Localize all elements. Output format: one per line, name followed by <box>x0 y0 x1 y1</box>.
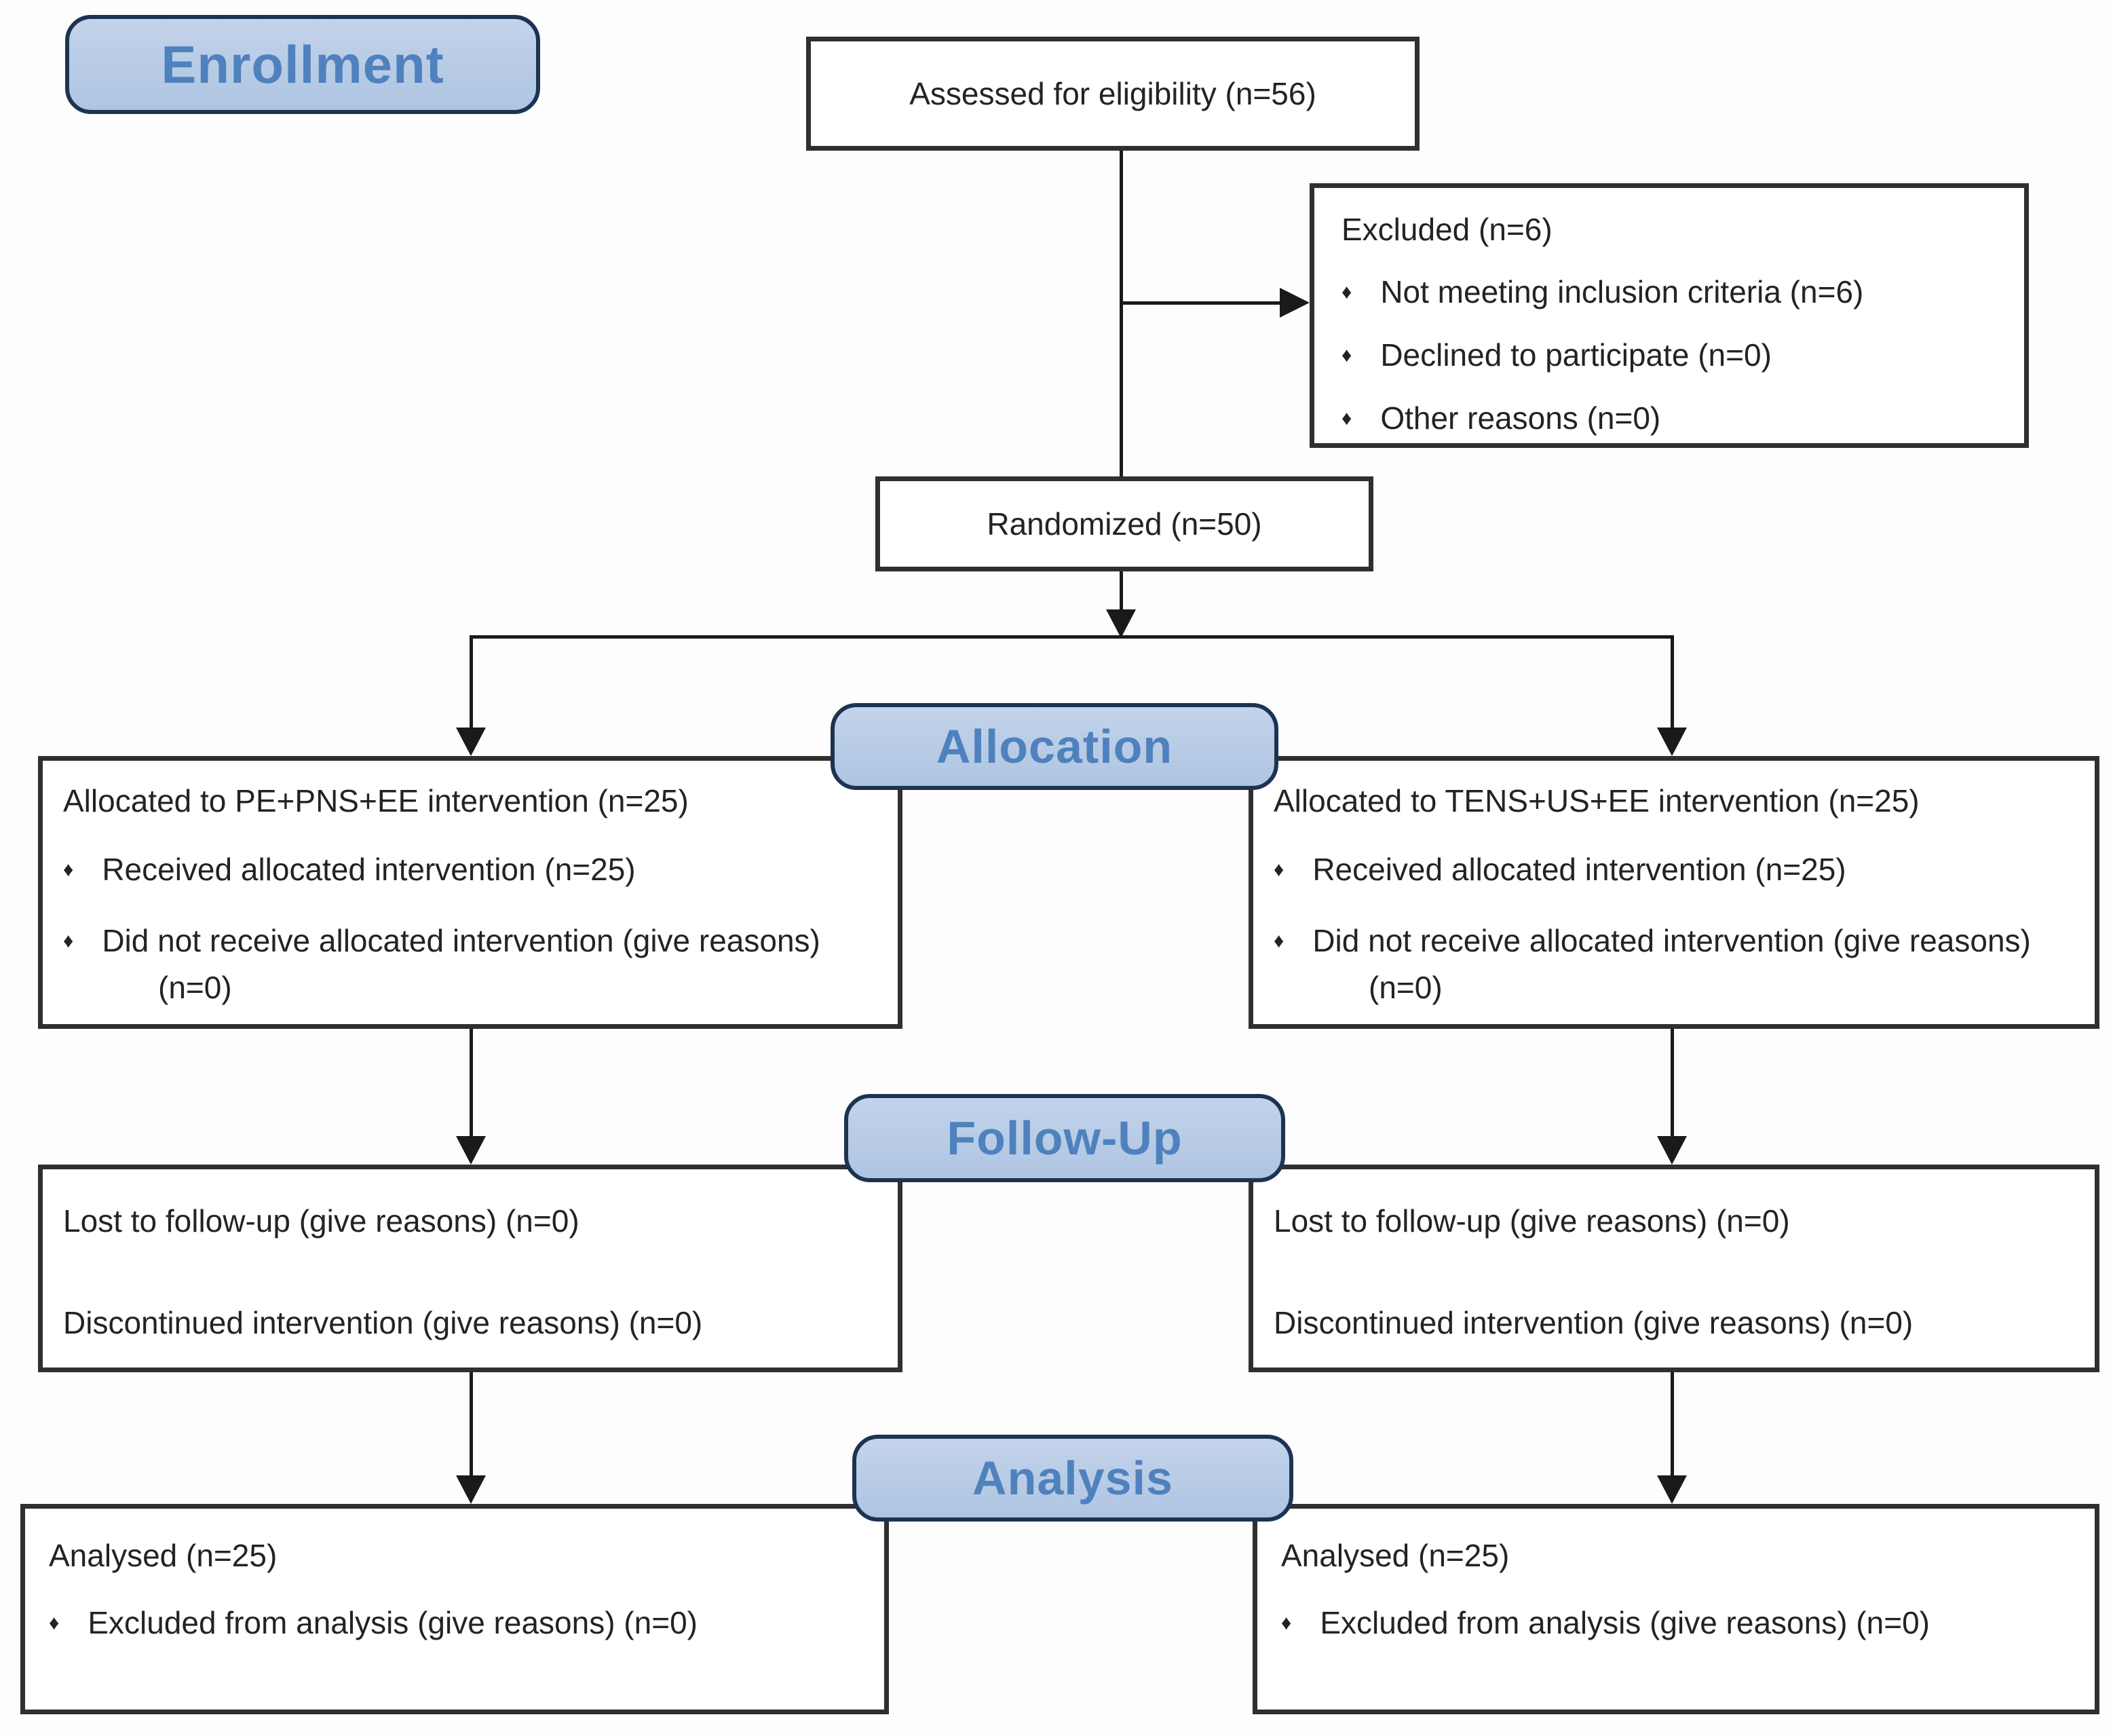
box-assessed-for-eligibility: Assessed for eligibility (n=56) <box>806 37 1420 151</box>
allocation-left-title: Allocated to PE+PNS+EE intervention (n=2… <box>63 783 689 818</box>
followup-label-text: Follow-Up <box>947 1112 1183 1165</box>
diamond-bullet-icon: ♦ <box>63 858 74 881</box>
box-allocation-right: Allocated to TENS+US+EE intervention (n=… <box>1249 756 2099 1029</box>
excluded-title: Excluded (n=6) <box>1341 212 1553 247</box>
followup-right-line-1: Lost to follow-up (give reasons) (n=0) <box>1274 1203 1790 1239</box>
stage-label-allocation: Allocation <box>831 703 1278 790</box>
connector-followup-to-analysis-left <box>470 1372 473 1478</box>
diamond-bullet-icon: ♦ <box>1341 344 1352 366</box>
list-item: ♦ Excluded from analysis (give reasons) (… <box>49 1600 867 1646</box>
arrowhead-analysis-left <box>456 1475 486 1504</box>
box-excluded: Excluded (n=6) ♦ Not meeting inclusion cr… <box>1310 183 2029 448</box>
list-item: ♦ Declined to participate (n=0) <box>1341 334 2007 377</box>
stage-label-followup: Follow-Up <box>844 1094 1285 1182</box>
arrowhead-branch <box>1106 609 1136 638</box>
diamond-bullet-icon: ♦ <box>1341 281 1352 303</box>
list-item: ♦ Received allocated intervention (n=25) <box>1274 846 2078 893</box>
list-item: ♦ Did not receive allocated intervention … <box>63 918 879 1011</box>
connector-branch-to-allocation-left <box>470 635 473 730</box>
list-item: ♦ Received allocated intervention (n=25) <box>63 846 879 893</box>
arrowhead-excluded <box>1280 288 1310 318</box>
followup-right-line-2: Discontinued intervention (give reasons)… <box>1274 1305 1914 1340</box>
connector-branch-to-allocation-right <box>1671 635 1674 730</box>
diamond-bullet-icon: ♦ <box>63 930 74 952</box>
stage-label-enrollment: Enrollment <box>65 15 540 114</box>
enrollment-label-text: Enrollment <box>161 34 444 94</box>
connector-allocation-to-followup-right <box>1671 1029 1674 1139</box>
allocation-left-bullet-list: ♦Received allocated intervention (n=25) … <box>63 846 879 1011</box>
box-analysis-right: Analysed (n=25) ♦ Excluded from analysis … <box>1253 1504 2099 1714</box>
box-analysis-left: Analysed (n=25) ♦ Excluded from analysis … <box>20 1504 889 1714</box>
arrowhead-allocation-right <box>1657 728 1687 756</box>
followup-left-line-1: Lost to follow-up (give reasons) (n=0) <box>63 1203 579 1239</box>
connector-randomized-to-branch <box>1120 571 1123 612</box>
allocation-right-bullet-1: Received allocated intervention (n=25) <box>1312 852 1846 887</box>
assessed-text: Assessed for eligibility (n=56) <box>909 76 1316 111</box>
followup-left-line-2: Discontinued intervention (give reasons)… <box>63 1305 703 1340</box>
arrowhead-allocation-left <box>456 728 486 756</box>
list-item: ♦ Not meeting inclusion criteria (n=6) <box>1341 271 2007 314</box>
diamond-bullet-icon: ♦ <box>1281 1612 1292 1634</box>
list-item: ♦ Did not receive allocated intervention … <box>1274 918 2078 1011</box>
arrowhead-analysis-right <box>1657 1475 1687 1504</box>
analysis-left-bullet-list: ♦ Excluded from analysis (give reasons) (… <box>49 1600 867 1646</box>
diamond-bullet-icon: ♦ <box>1341 407 1352 430</box>
allocation-right-title: Allocated to TENS+US+EE intervention (n=… <box>1274 783 1920 818</box>
connector-to-excluded <box>1121 301 1284 305</box>
arrowhead-followup-left <box>456 1136 486 1165</box>
excluded-bullet-list: ♦ Not meeting inclusion criteria (n=6) ♦ D… <box>1341 271 2007 440</box>
connector-assessed-to-randomized <box>1120 151 1123 476</box>
excluded-bullet-2: Declined to participate (n=0) <box>1380 337 1772 373</box>
analysis-left-bullet-1: Excluded from analysis (give reasons) (n… <box>88 1605 698 1640</box>
arrowhead-followup-right <box>1657 1136 1687 1165</box>
analysis-right-bullet-1: Excluded from analysis (give reasons) (n… <box>1320 1605 1930 1640</box>
analysis-left-title: Analysed (n=25) <box>49 1538 278 1573</box>
allocation-right-bullet-list: ♦Received allocated intervention (n=25) … <box>1274 846 2078 1011</box>
list-item: ♦ Other reasons (n=0) <box>1341 397 2007 440</box>
randomized-text: Randomized (n=50) <box>987 506 1262 542</box>
analysis-right-bullet-list: ♦ Excluded from analysis (give reasons) (… <box>1281 1600 2078 1646</box>
allocation-left-bullet-1: Received allocated intervention (n=25) <box>102 852 636 887</box>
stage-label-analysis: Analysis <box>852 1435 1293 1522</box>
box-followup-left: Lost to follow-up (give reasons) (n=0) D… <box>38 1165 902 1372</box>
connector-followup-to-analysis-right <box>1671 1372 1674 1478</box>
allocation-label-text: Allocation <box>936 720 1173 773</box>
excluded-bullet-1: Not meeting inclusion criteria (n=6) <box>1380 274 1864 309</box>
connector-allocation-to-followup-left <box>470 1029 473 1139</box>
box-followup-right: Lost to follow-up (give reasons) (n=0) D… <box>1249 1165 2099 1372</box>
allocation-right-bullet-2: Did not receive allocated intervention (… <box>1312 923 2031 1005</box>
diamond-bullet-icon: ♦ <box>49 1612 60 1634</box>
connector-branch <box>470 635 1674 639</box>
box-allocation-left: Allocated to PE+PNS+EE intervention (n=2… <box>38 756 902 1029</box>
box-randomized: Randomized (n=50) <box>875 476 1373 571</box>
diamond-bullet-icon: ♦ <box>1274 930 1284 952</box>
analysis-right-title: Analysed (n=25) <box>1281 1538 1510 1573</box>
allocation-left-bullet-2: Did not receive allocated intervention (… <box>102 923 820 1005</box>
excluded-bullet-3: Other reasons (n=0) <box>1380 400 1661 436</box>
diamond-bullet-icon: ♦ <box>1274 858 1284 881</box>
analysis-label-text: Analysis <box>972 1452 1173 1505</box>
list-item: ♦ Excluded from analysis (give reasons) (… <box>1281 1600 2078 1646</box>
